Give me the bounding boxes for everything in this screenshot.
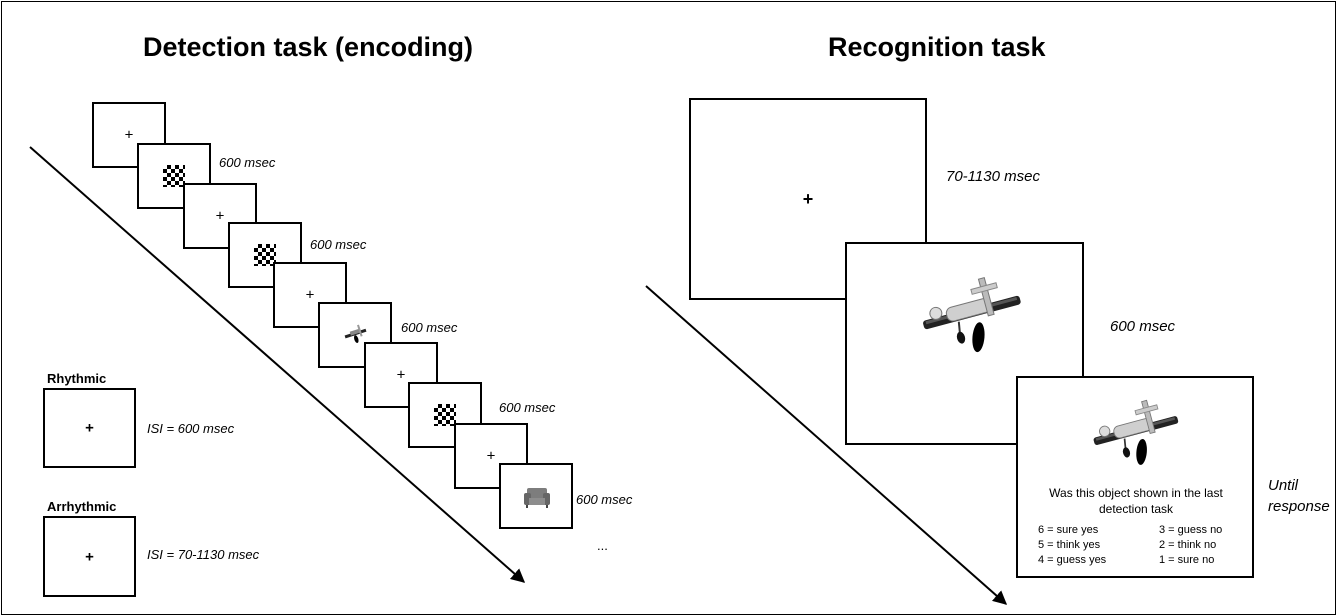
duration-label: 600 msec — [576, 492, 633, 507]
recognition-fixation-frame: + — [689, 98, 927, 300]
duration-label: 600 msec — [219, 155, 276, 170]
rhythmic-isi-label: ISI = 600 msec — [147, 421, 235, 436]
response-duration-label-1: Until — [1268, 477, 1299, 494]
scale-option: 3 = guess no — [1159, 524, 1223, 536]
rhythmic-frame: + — [43, 388, 136, 468]
rhythmic-heading: Rhythmic — [47, 371, 107, 386]
recognition-question-frame: Was this object shown in the last detect… — [1016, 376, 1254, 578]
fixation-cross: + — [85, 548, 94, 565]
confidence-scale-yes: 6 = sure yes 5 = think yes 4 = guess yes — [1038, 523, 1106, 568]
time-arrow-right — [645, 285, 1008, 605]
arrhythmic-heading: Arrhythmic — [47, 499, 117, 514]
ellipsis: ... — [597, 538, 608, 553]
airplane-icon — [923, 277, 1021, 353]
object-duration-label: 600 msec — [1110, 318, 1176, 335]
duration-label: 600 msec — [310, 237, 367, 252]
recognition-question: Was this object shown in the last detect… — [1049, 486, 1223, 516]
checkerboard-icon — [163, 165, 185, 187]
arrhythmic-frame: + — [43, 516, 136, 597]
airplane-icon — [1093, 399, 1179, 465]
fixation-cross: + — [85, 419, 94, 437]
airplane-icon — [344, 324, 367, 343]
scale-option: 6 = sure yes — [1038, 524, 1099, 536]
duration-label: 600 msec — [401, 320, 458, 335]
scale-option: 5 = think yes — [1038, 539, 1101, 551]
fixation-cross: + — [486, 447, 496, 465]
scale-option: 2 = think no — [1159, 539, 1217, 551]
armchair-icon — [524, 488, 550, 508]
fixation-cross: + — [124, 126, 134, 144]
checkerboard-icon — [434, 404, 456, 426]
detection-task-title: Detection task (encoding) — [143, 32, 474, 62]
scale-option: 4 = guess yes — [1038, 554, 1107, 566]
recognition-task-title: Recognition task — [828, 32, 1046, 62]
confidence-scale-no: 3 = guess no 2 = think no 1 = sure no — [1159, 523, 1222, 568]
arrhythmic-isi-label: ISI = 70-1130 msec — [147, 547, 260, 562]
scale-option: 1 = sure no — [1159, 554, 1215, 566]
time-arrow-left — [29, 146, 526, 583]
checkerboard-icon — [254, 244, 276, 266]
fixation-cross: + — [215, 207, 225, 225]
response-duration-label-2: response — [1268, 498, 1330, 515]
fixation-duration-label: 70-1130 msec — [946, 168, 1040, 185]
fixation-cross: + — [802, 189, 814, 209]
frame-object — [499, 463, 573, 529]
frame-fixation: + — [364, 342, 438, 408]
fixation-cross: + — [305, 286, 315, 304]
fixation-cross: + — [396, 366, 406, 384]
duration-label: 600 msec — [499, 400, 556, 415]
